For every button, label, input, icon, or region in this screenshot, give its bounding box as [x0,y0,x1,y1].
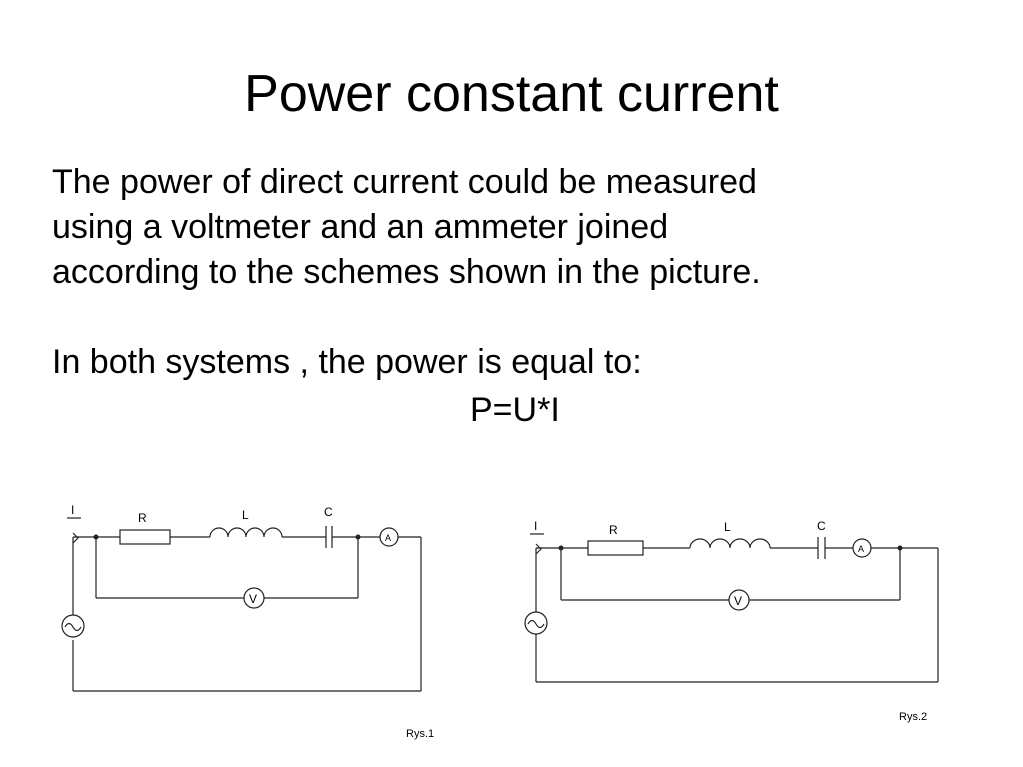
resistor-label: R [609,523,618,537]
inductor-label: L [724,520,731,534]
power-formula: P=U*I [470,391,560,429]
current-label: I [71,503,74,517]
junction-dot [897,545,903,551]
inductor-label: L [242,508,249,522]
junction-dot [558,545,564,551]
resistor-label: R [138,511,147,525]
junction-dot [355,534,361,540]
inductor-symbol [689,538,771,549]
figure-caption-2: Rys.2 [899,711,928,723]
arrow-icon [72,532,79,544]
capacitor-label: C [324,505,333,519]
voltmeter-label: V [249,592,257,606]
body-text: The power of direct current could be mea… [52,160,992,385]
paragraph-line: The power of direct current could be mea… [52,163,757,201]
power-statement: In both systems , the power is equal to: [52,343,642,381]
junction-dot [93,534,99,540]
resistor-symbol [119,529,171,545]
figure-caption-1: Rys.1 [406,728,435,740]
current-label: I [534,519,537,533]
voltmeter-label: V [734,594,742,608]
slide-title: Power constant current [244,65,779,123]
ammeter-label: A [858,544,864,554]
ammeter-label: A [385,533,391,543]
paragraph-line: according to the schemes shown in the pi… [52,253,761,291]
capacitor-label: C [817,519,826,533]
sine-wave [64,622,82,632]
paragraph-line: using a voltmeter and an ammeter joined [52,208,669,246]
inductor-symbol [209,527,283,538]
resistor-symbol [587,540,644,556]
sine-wave [527,619,545,629]
arrow-icon [535,543,542,555]
